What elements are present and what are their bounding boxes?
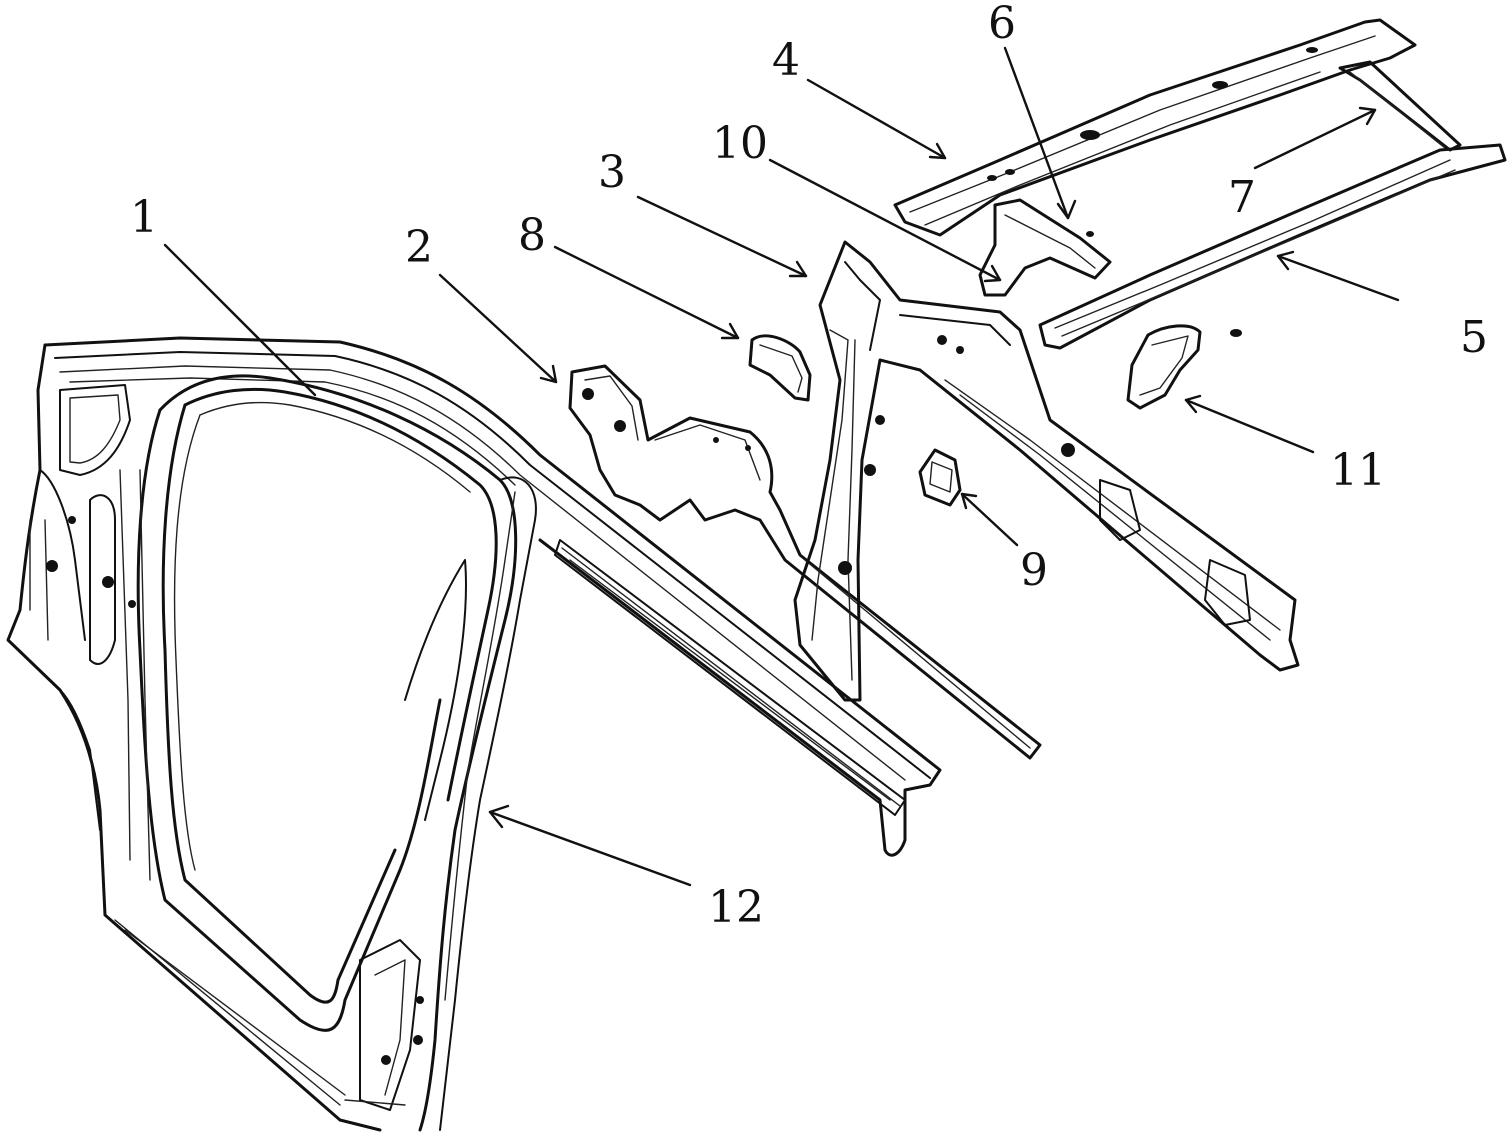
callout-label-3: 3 <box>598 147 626 198</box>
callout-label-4: 4 <box>772 35 800 86</box>
part-8-small-bracket <box>748 334 812 402</box>
part-4-front-roof-crossmember <box>893 18 1417 237</box>
part-7-side-roof-rail <box>1338 60 1462 152</box>
callout-5: 5 <box>1276 250 1488 363</box>
part-1-side-frame <box>6 336 942 1132</box>
callout-7: 7 <box>1228 106 1377 223</box>
callout-4: 4 <box>772 35 947 160</box>
callout-label-2: 2 <box>405 222 433 273</box>
part-5-rear-roof-crossmember <box>1038 143 1507 350</box>
callout-12: 12 <box>488 804 764 933</box>
callout-2: 2 <box>405 222 558 384</box>
callout-1: 1 <box>130 192 317 397</box>
callout-label-7: 7 <box>1228 172 1256 223</box>
callout-10: 10 <box>712 118 1002 283</box>
part-11-gusset <box>1126 324 1242 410</box>
part-9-clip <box>918 448 962 507</box>
part-3-b-pillar-inner <box>793 240 1300 702</box>
callout-label-6: 6 <box>988 0 1016 49</box>
callout-label-1: 1 <box>130 192 158 243</box>
callout-label-12: 12 <box>708 882 764 933</box>
callout-label-11: 11 <box>1330 445 1386 496</box>
callout-label-9: 9 <box>1020 545 1048 596</box>
callout-8: 8 <box>518 210 740 340</box>
part-2-reinforcement-bracket <box>568 364 1042 760</box>
callout-6: 6 <box>988 0 1077 220</box>
callout-9: 9 <box>960 492 1048 596</box>
callout-11: 11 <box>1184 394 1386 496</box>
callout-label-8: 8 <box>518 210 546 261</box>
callout-label-5: 5 <box>1460 312 1488 363</box>
callout-label-10: 10 <box>712 118 768 169</box>
callout-3: 3 <box>598 147 808 278</box>
